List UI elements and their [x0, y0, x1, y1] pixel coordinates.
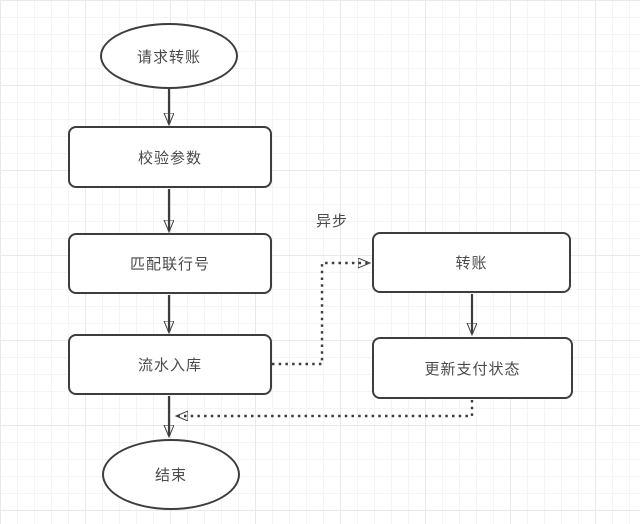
async-edge-label: 异步 [316, 213, 349, 230]
node-start-label: 请求转账 [136, 48, 201, 66]
node-update-payment-status-label: 更新支付状态 [424, 360, 521, 378]
node-start: 请求转账 [100, 23, 238, 89]
connector-update-to-main-flow [177, 400, 474, 416]
node-store-transaction: 流水入库 [68, 334, 272, 395]
node-validate-params-label: 校验参数 [137, 149, 202, 167]
node-update-payment-status: 更新支付状态 [372, 337, 573, 399]
node-store-transaction-label: 流水入库 [137, 357, 202, 374]
node-transfer-label: 转账 [455, 255, 488, 272]
connector-async-store-to-transfer [272, 263, 369, 366]
node-validate-params: 校验参数 [68, 126, 272, 188]
node-match-bank-number-label: 匹配联行号 [129, 256, 210, 273]
node-match-bank-number: 匹配联行号 [68, 233, 272, 294]
node-end-label: 结束 [154, 467, 187, 484]
node-transfer: 转账 [372, 232, 571, 293]
node-end: 结束 [102, 439, 240, 510]
